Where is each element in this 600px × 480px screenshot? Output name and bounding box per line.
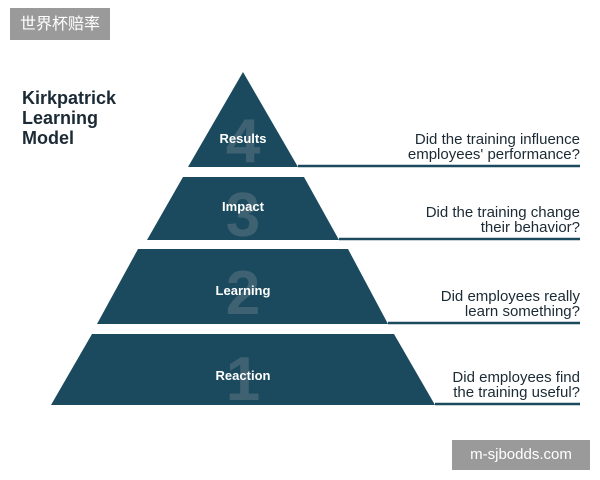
title-line-2: Learning — [22, 108, 99, 128]
level-2-label: Learning — [216, 283, 271, 298]
level-3-shape — [147, 177, 339, 240]
corner-tag: 世界杯赔率 — [10, 8, 110, 40]
level-2-question-line-1: Did employees really — [440, 288, 580, 305]
level-2-question-line-2: learn something? — [464, 303, 580, 320]
level-3-question: Did the training change their behavior? — [350, 205, 580, 235]
level-3-number: 3 — [226, 181, 260, 250]
level-4-number: 4 — [226, 107, 261, 176]
diagram-title: Kirkpatrick Learning Model — [22, 88, 142, 148]
level-4-shape — [188, 72, 298, 167]
level-4-question: Did the training influence employees' pe… — [350, 132, 580, 162]
level-4-label: Results — [220, 131, 267, 146]
level-1-question-line-1: Did employees find — [452, 369, 580, 386]
level-3-question-line-1: Did the training change — [425, 204, 580, 221]
pyramid-level-4: 4 Results — [188, 72, 580, 176]
level-1-label: Reaction — [216, 368, 271, 383]
title-line-3: Model — [22, 128, 74, 148]
pyramid-level-1: 1 Reaction — [51, 334, 580, 414]
level-1-question: Did employees find the training useful? — [350, 370, 580, 400]
level-4-question-line-1: Did the training influence — [414, 131, 580, 148]
level-4-question-line-2: employees' performance? — [407, 146, 580, 163]
level-2-shape — [97, 249, 388, 324]
level-1-number: 1 — [226, 345, 260, 414]
pyramid-level-3: 3 Impact — [147, 177, 580, 250]
level-1-question-line-2: the training useful? — [453, 384, 580, 401]
pyramid-level-2: 2 Learning — [97, 249, 580, 328]
watermark: m-sjbodds.com — [452, 440, 590, 470]
level-1-shape — [51, 334, 435, 405]
level-3-label: Impact — [222, 199, 265, 214]
level-3-question-line-2: their behavior? — [480, 219, 580, 236]
level-2-number: 2 — [226, 259, 260, 328]
level-2-question: Did employees really learn something? — [350, 289, 580, 319]
title-line-1: Kirkpatrick — [22, 88, 117, 108]
